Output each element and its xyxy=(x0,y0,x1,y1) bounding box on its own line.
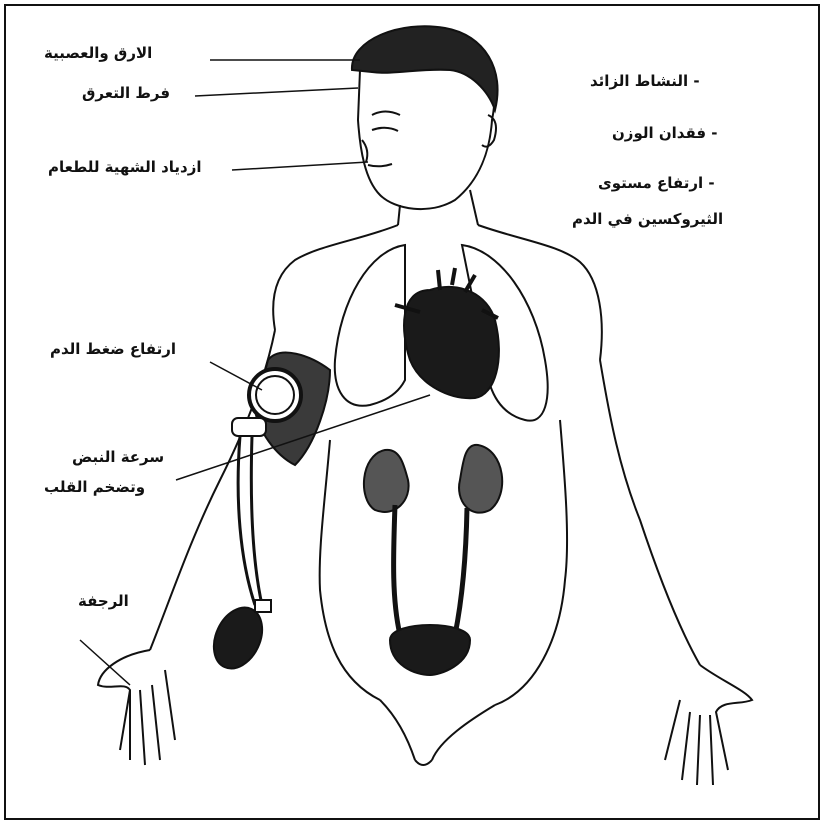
head xyxy=(352,26,498,209)
label-tremor: الرجفة xyxy=(78,592,129,610)
label-thyroxine-line1: - ارتفاع مستوى xyxy=(598,174,715,192)
blood-pressure-cuff xyxy=(205,353,330,677)
label-weight-loss: - فقدان الوزن xyxy=(612,124,718,142)
label-nervousness: الارق والعصبية xyxy=(44,44,152,62)
bladder xyxy=(390,625,470,675)
label-appetite: ازدياد الشهية للطعام xyxy=(48,158,202,176)
heart xyxy=(395,268,499,398)
label-thyroxine-line2: الثيروكسين في الدم xyxy=(572,210,723,228)
label-pulse-line2: وتضخم القلب xyxy=(44,478,145,496)
label-hyperactivity: - النشاط الزائد xyxy=(590,72,700,90)
kidneys xyxy=(364,445,502,513)
torso xyxy=(150,190,700,765)
label-blood-pressure: ارتفاع ضغط الدم xyxy=(50,340,176,358)
ureters xyxy=(394,505,467,635)
label-pulse-line1: سرعة النبض xyxy=(72,448,164,466)
label-sweating: فرط التعرق xyxy=(82,84,170,102)
